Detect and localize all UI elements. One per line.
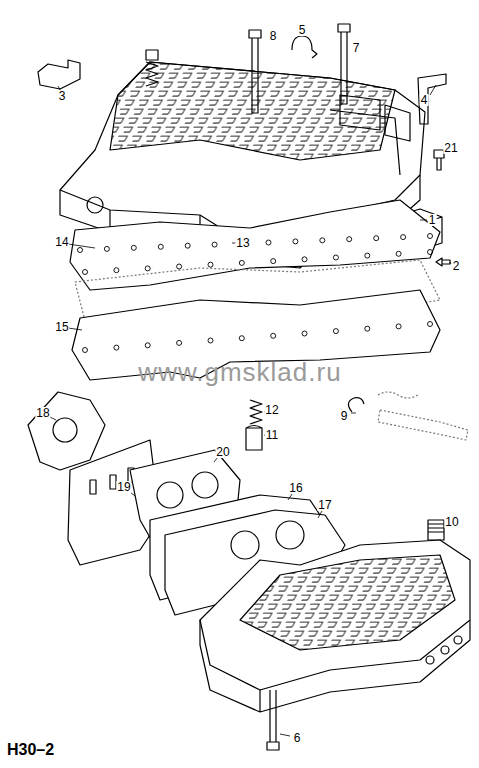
clip (348, 398, 364, 412)
callout-number: 14 (54, 236, 69, 248)
callout-number: 12 (264, 404, 279, 416)
callout-number: 16 (288, 482, 303, 494)
bolt (267, 690, 279, 750)
spring (146, 50, 158, 86)
callout-number: 3 (58, 90, 67, 102)
valve (378, 392, 468, 440)
bolt (338, 24, 350, 104)
gasket (28, 392, 105, 470)
callout-number: 8 (269, 30, 278, 42)
bracket (38, 60, 80, 89)
callout-number: 17 (317, 499, 332, 511)
bolt-holes (78, 234, 433, 353)
callout-number: 10 (444, 516, 459, 528)
plug (428, 520, 444, 540)
bolt (436, 258, 450, 266)
watermark: www.gmsklad.ru (137, 359, 342, 385)
callout-number: 11 (265, 429, 279, 441)
clip (292, 36, 317, 58)
spring (250, 400, 262, 424)
callout-number: 15 (54, 321, 69, 333)
callout-number: 13 (235, 237, 250, 249)
callout-number: 21 (443, 142, 458, 154)
gasket (70, 200, 440, 290)
callout-number: 2 (452, 260, 461, 272)
callout-number: 20 (215, 446, 230, 458)
callout-number: 7 (352, 42, 361, 54)
bolt (249, 30, 261, 113)
plug (246, 426, 262, 451)
bracket (418, 74, 446, 124)
leader-lines (50, 85, 451, 736)
callout-number: 19 (116, 481, 131, 493)
callout-number: 9 (340, 410, 349, 422)
callout-number: 1 (428, 214, 437, 226)
figure-code: H30–2 (6, 742, 55, 758)
callout-number: 6 (293, 732, 302, 744)
callout-number: 5 (298, 24, 307, 36)
callout-number: 4 (420, 94, 429, 106)
callout-number: 18 (35, 407, 50, 419)
lower-valve-body (200, 540, 470, 712)
